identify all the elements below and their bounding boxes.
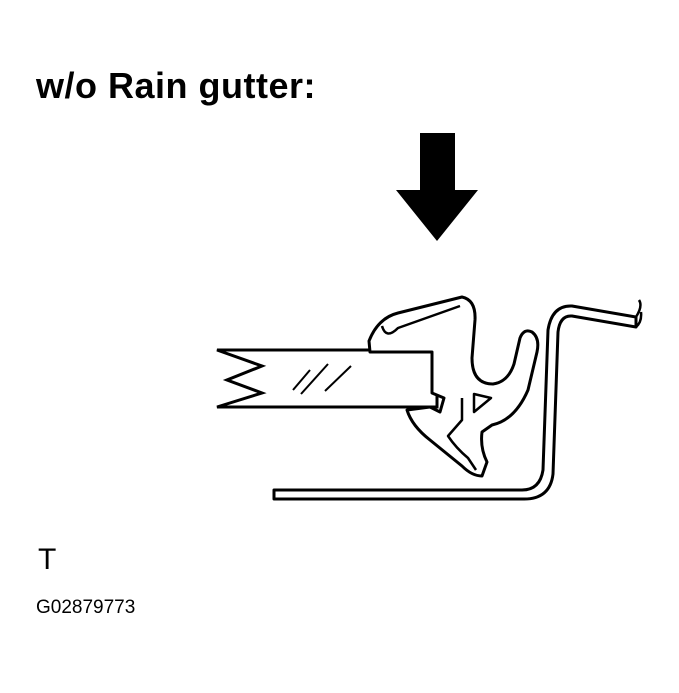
- figure-code: G02879773: [36, 597, 136, 618]
- weatherstrip-hollow-triangle: [472, 392, 493, 414]
- weatherstrip-inner-channel: [446, 398, 478, 471]
- down-arrow-icon: [396, 133, 478, 241]
- label-t: T: [38, 543, 57, 576]
- panel-break-mark: [634, 299, 643, 328]
- windshield-glass: [216, 348, 439, 409]
- figure-title: w/o Rain gutter:: [36, 65, 316, 106]
- weatherstrip-lip-detail: [380, 304, 461, 335]
- glass-reflection-marks: [292, 363, 352, 395]
- weatherstrip: [367, 295, 540, 478]
